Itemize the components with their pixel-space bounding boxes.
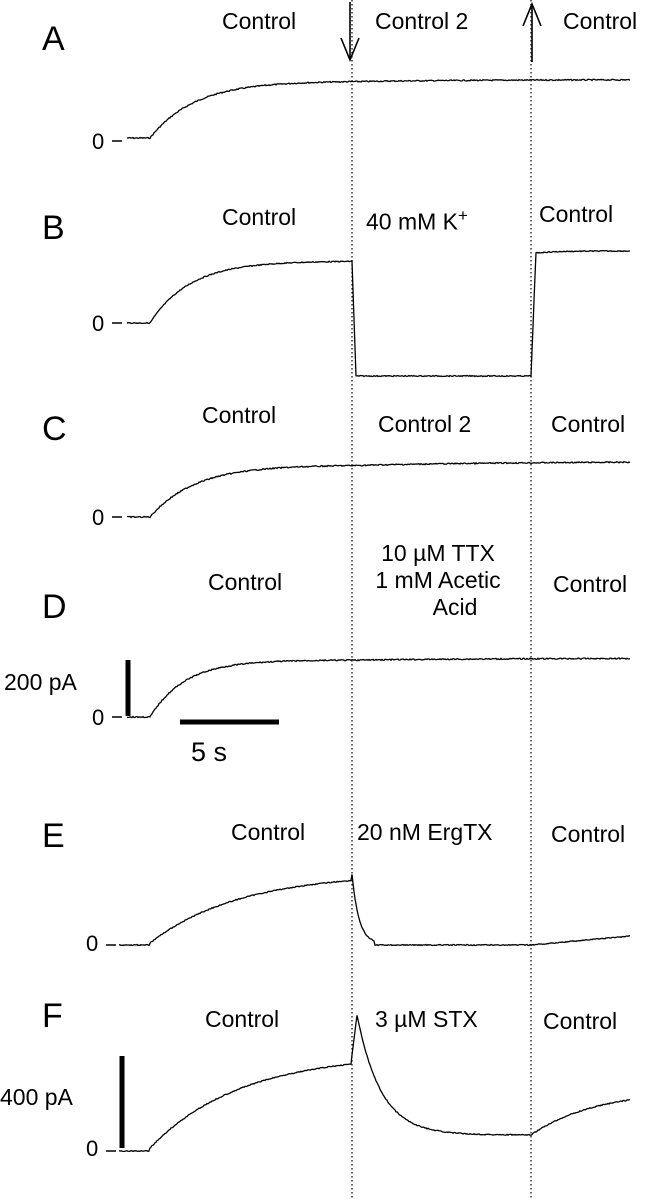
panel-a-zero-label: 0 xyxy=(92,129,105,154)
panel-a-middle-label: Control 2 xyxy=(375,8,469,34)
panel-b-zero-label: 0 xyxy=(92,311,105,336)
panel-e-right-label: Control xyxy=(551,821,626,847)
panel-f-trace xyxy=(118,1015,631,1153)
panel-a-trace xyxy=(126,78,631,140)
panel-f-middle-label: 3 µM STX xyxy=(375,1006,478,1032)
panel-letter-e: E xyxy=(42,817,65,855)
panel-d-zero-label: 0 xyxy=(92,705,105,730)
panel-d-middle-label: 10 µM TTX 1 mM Acetic Acid xyxy=(358,540,518,621)
panel-c-zero-label: 0 xyxy=(92,505,105,530)
panel-d-middle-line-2: 1 mM Acetic xyxy=(375,567,501,593)
panel-c-middle-label: Control 2 xyxy=(378,411,472,437)
panel-letter-c: C xyxy=(42,410,67,448)
panel-e-zero-label: 0 xyxy=(86,931,99,956)
panel-d-middle-line-3: Acid xyxy=(432,594,478,620)
arrow-down-icon xyxy=(340,37,360,63)
panel-b-middle-label: 40 mM K+ xyxy=(366,206,468,235)
panel-e-trace xyxy=(118,874,631,947)
arrow-up-icon xyxy=(522,1,542,27)
panel-d-right-label: Control xyxy=(553,571,628,597)
panel-e-middle-label: 20 nM ErgTX xyxy=(357,819,493,845)
panel-letter-d: D xyxy=(42,588,67,626)
panel-b-trace xyxy=(126,249,631,378)
panel-e-left-label: Control xyxy=(231,819,306,845)
panel-d-trace xyxy=(126,657,631,719)
current-scale-label-large: 400 pA xyxy=(0,1084,73,1110)
panel-c-trace xyxy=(126,460,631,519)
panel-a-left-label: Control xyxy=(222,8,297,34)
panel-letter-f: F xyxy=(42,997,63,1035)
current-scale-label-small: 200 pA xyxy=(4,669,77,695)
panel-letter-a: A xyxy=(42,20,65,58)
panel-f-zero-label: 0 xyxy=(86,1136,99,1161)
panel-b-superscript: + xyxy=(458,206,468,225)
panel-b-left-label: Control xyxy=(222,204,297,230)
panel-f-left-label: Control xyxy=(205,1006,280,1032)
panel-c-right-label: Control xyxy=(551,411,626,437)
panel-c-left-label: Control xyxy=(202,402,277,428)
panel-letter-b: B xyxy=(42,209,65,247)
panel-a-right-label: Control xyxy=(563,8,638,34)
panel-b-right-label: Control xyxy=(539,201,614,227)
panel-f-right-label: Control xyxy=(543,1008,618,1034)
panel-d-middle-line-1: 10 µM TTX xyxy=(381,540,495,566)
panel-d-left-label: Control xyxy=(208,569,283,595)
time-scale-label: 5 s xyxy=(191,737,228,767)
